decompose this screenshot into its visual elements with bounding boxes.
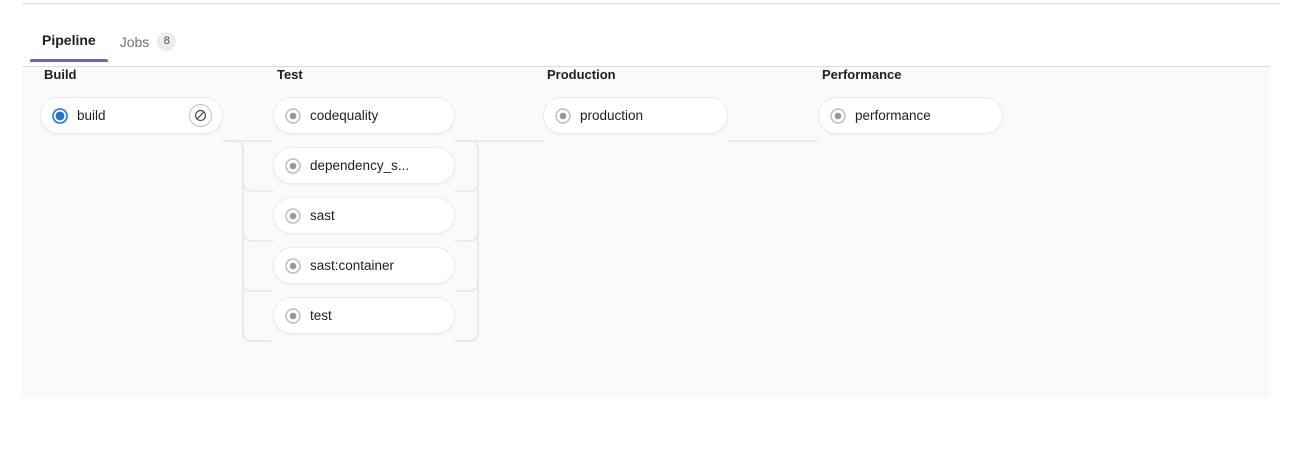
pipeline-detail-tabs: Pipeline Jobs 8 (22, 22, 1270, 67)
status-created-icon (285, 207, 301, 224)
job-link-sast[interactable]: sast (285, 208, 444, 224)
stage-title-build: Build (44, 67, 77, 82)
job-name-sast: sast (310, 207, 335, 223)
pipeline-stage-test: Test codequality (273, 67, 455, 334)
cancel-icon (194, 109, 207, 122)
job-link-dependency-scanning[interactable]: dependency_s... (285, 158, 444, 174)
job-name-dependency-scanning: dependency_s... (310, 157, 410, 173)
link-test-to-merge (454, 332, 479, 342)
link-dependency-to-merge (454, 182, 479, 192)
status-running-icon (52, 107, 68, 124)
tab-pipeline-label: Pipeline (42, 32, 96, 48)
status-created-icon (285, 157, 301, 174)
status-created-icon (830, 107, 846, 124)
pipeline-stage-performance: Performance performance (818, 67, 1003, 134)
job-name-sast-container: sast:container (310, 257, 395, 273)
tab-jobs-label: Jobs (119, 33, 150, 50)
job-node-dependency-scanning[interactable]: dependency_s... (273, 147, 455, 184)
job-node-codequality[interactable]: codequality (273, 97, 455, 134)
job-name-build: build (77, 107, 106, 123)
pipeline-stage-production: Production production (543, 67, 728, 134)
link-trunk-to-dependency (242, 182, 274, 192)
stage-title-test: Test (277, 67, 303, 82)
status-created-icon (285, 107, 301, 124)
link-sast-container-to-merge (454, 282, 479, 292)
job-node-performance[interactable]: performance (818, 97, 1003, 134)
stage-title-production: Production (547, 67, 616, 82)
job-link-production[interactable]: production (555, 108, 717, 124)
link-build-to-test-trunk (222, 140, 264, 342)
stage-jobs-test: codequality dependency_s... (273, 97, 455, 334)
pipeline-graph-canvas: Build build (22, 67, 1270, 398)
job-node-build[interactable]: build (40, 97, 223, 134)
job-name-test: test (310, 307, 332, 323)
job-node-sast-container[interactable]: sast:container (273, 247, 455, 284)
tab-jobs[interactable]: Jobs 8 (108, 22, 189, 64)
tab-pipeline[interactable]: Pipeline (30, 22, 108, 62)
stage-title-performance: Performance (822, 67, 902, 82)
stage-jobs-production: production (543, 97, 728, 134)
tab-jobs-count-badge: 8 (157, 32, 177, 51)
link-test-merge-trunk (454, 140, 479, 342)
job-node-test[interactable]: test (273, 297, 455, 334)
job-link-sast-container[interactable]: sast:container (285, 258, 444, 274)
job-name-codequality: codequality (310, 107, 379, 123)
job-link-test[interactable]: test (285, 308, 444, 324)
pipeline-stage-build: Build build (40, 67, 223, 134)
status-created-icon (555, 107, 571, 124)
link-trunk-to-sast (242, 232, 274, 242)
link-sast-to-merge (454, 232, 479, 242)
status-created-icon (285, 307, 301, 324)
job-node-production[interactable]: production (543, 97, 728, 134)
stage-jobs-performance: performance (818, 97, 1003, 134)
job-name-performance: performance (855, 107, 931, 123)
cancel-job-button[interactable] (189, 104, 212, 127)
status-created-icon (285, 257, 301, 274)
job-link-performance[interactable]: performance (830, 108, 992, 124)
link-trunk-to-test (242, 332, 274, 342)
job-link-codequality[interactable]: codequality (285, 108, 444, 124)
job-link-build[interactable]: build (52, 108, 189, 124)
top-divider (22, 3, 1280, 4)
stage-jobs-build: build (40, 97, 223, 134)
pipeline-graph: Build build (22, 67, 1270, 398)
link-trunk-to-sast-container (242, 282, 274, 292)
job-name-production: production (580, 107, 644, 123)
job-node-sast[interactable]: sast (273, 197, 455, 234)
